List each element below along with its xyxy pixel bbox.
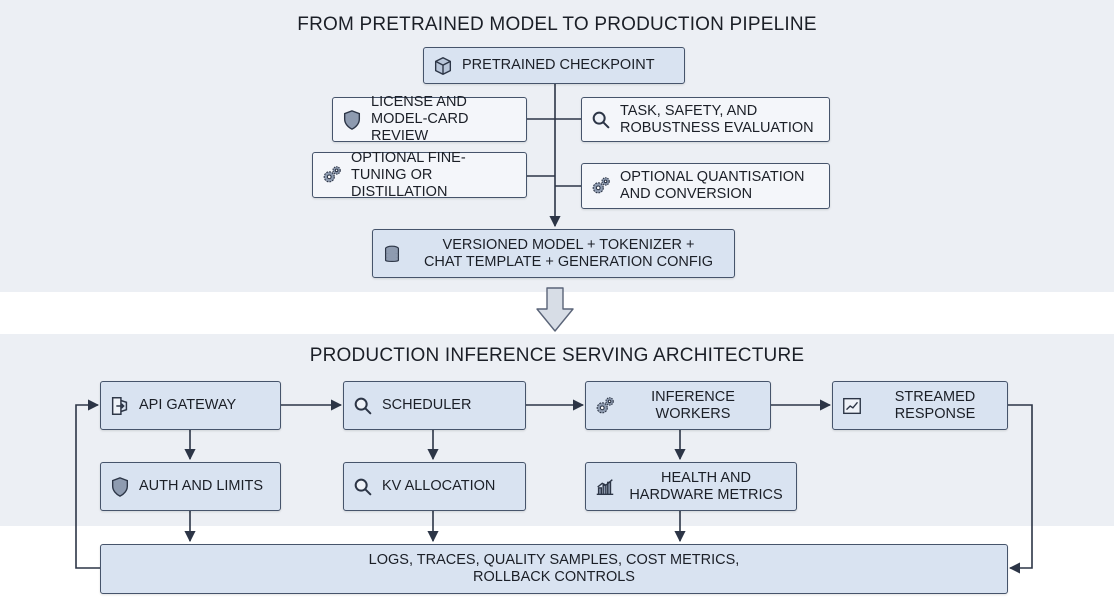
quantisation-node: OPTIONAL QUANTISATION AND CONVERSION <box>581 163 830 209</box>
gateway-icon <box>109 395 131 417</box>
auth-limits-node: AUTH AND LIMITS <box>100 462 281 511</box>
logs-feedback-loop-arrow <box>75 399 100 569</box>
response-to-logs-arrow <box>1008 404 1033 574</box>
finetune-node: OPTIONAL FINE- TUNING OR DISTILLATION <box>312 150 527 200</box>
shield-icon <box>341 109 363 131</box>
api-gateway-node: API GATEWAY <box>100 381 281 430</box>
magnifier-icon <box>352 395 374 417</box>
magnifier-icon <box>352 476 374 498</box>
logs-traces-node: LOGS, TRACES, QUALITY SAMPLES, COST METR… <box>100 544 1008 594</box>
cube-icon <box>432 55 454 77</box>
database-icon <box>381 243 403 265</box>
bar-chart-icon <box>594 476 616 498</box>
health-metrics-node: HEALTH AND HARDWARE METRICS <box>585 462 797 511</box>
magnifier-icon <box>590 109 612 131</box>
serving-title: PRODUCTION INFERENCE SERVING ARCHITECTUR… <box>309 345 805 366</box>
versioned-model-node: VERSIONED MODEL + TOKENIZER + CHAT TEMPL… <box>372 229 735 278</box>
inference-workers-node: INFERENCE WORKERS <box>585 381 771 430</box>
license-review-node: LICENSE AND MODEL-CARD REVIEW <box>332 94 527 144</box>
pipeline-title: FROM PRETRAINED MODEL TO PRODUCTION PIPE… <box>297 14 817 35</box>
pretrained-checkpoint-node: PRETRAINED CHECKPOINT <box>423 47 685 84</box>
scheduler-node: SCHEDULER <box>343 381 526 430</box>
gears-icon <box>321 164 343 186</box>
shield-icon <box>109 476 131 498</box>
gears-icon <box>594 395 616 417</box>
evaluation-node: TASK, SAFETY, AND ROBUSTNESS EVALUATION <box>581 97 830 142</box>
kv-allocation-node: KV ALLOCATION <box>343 462 526 511</box>
gears-icon <box>590 175 612 197</box>
streamed-response-node: STREAMED RESPONSE <box>832 381 1008 430</box>
line-chart-icon <box>841 395 863 417</box>
transition-arrow <box>536 287 574 332</box>
